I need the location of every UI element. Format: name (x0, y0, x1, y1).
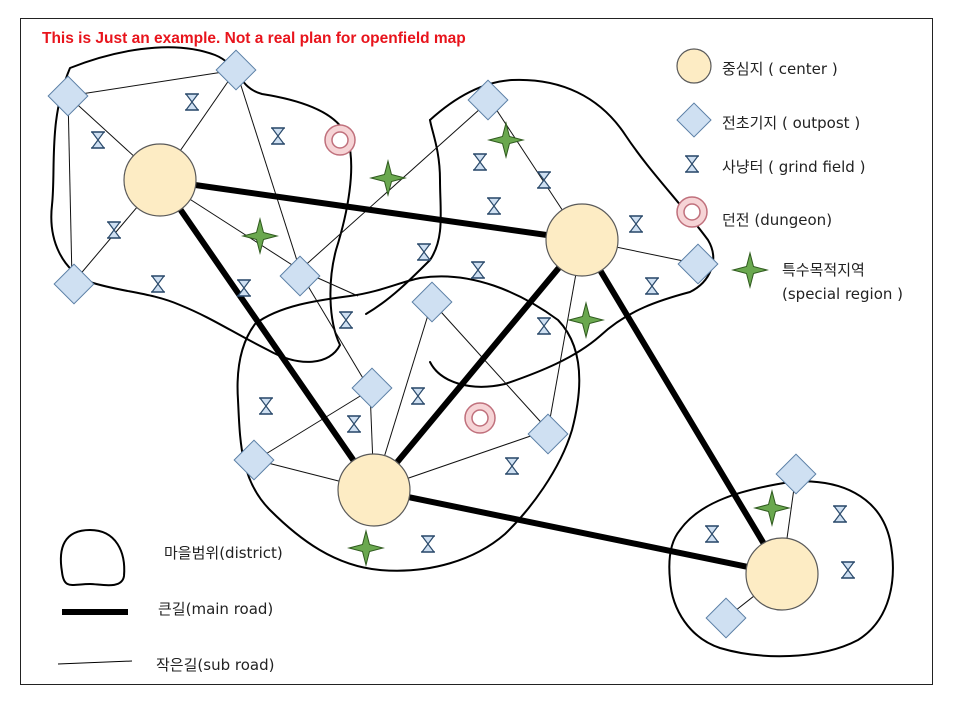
grind-field-icon (840, 561, 856, 579)
grind-field-icon (150, 275, 166, 293)
outpost-icon (279, 255, 321, 297)
bottom-legend-symbols (57, 528, 133, 665)
outpost-icon (775, 453, 817, 495)
center-icon (545, 203, 619, 277)
main-road-nw-c (157, 177, 377, 493)
special-region-icon (242, 218, 278, 254)
center-icon (745, 537, 819, 611)
outpost-icon (705, 597, 747, 639)
disclaimer-text: This is Just an example. Not a real plan… (42, 30, 466, 47)
special-regions (242, 122, 790, 566)
grind-field-icon (704, 525, 720, 543)
outpost-icon (411, 281, 453, 323)
legend-district-icon (59, 528, 126, 587)
outpost-icon (233, 439, 275, 481)
special-region-icon (568, 302, 604, 338)
grind-field-icon (346, 415, 362, 433)
outpost-icon (47, 75, 89, 117)
grind-field-icon (338, 311, 354, 329)
grind-field-icon (486, 197, 502, 215)
outpost-icon (527, 413, 569, 455)
center-icon (123, 143, 197, 217)
main-road-nw-ne (157, 177, 585, 243)
legend-special-region-icon (732, 252, 768, 288)
grind-field-icon (184, 93, 200, 111)
grind-field-icon (416, 243, 432, 261)
grind-field-icon (536, 317, 552, 335)
district-northwest (50, 46, 353, 363)
outpost-icon (53, 263, 95, 305)
legend-special-region-label-en: (special region ) (782, 285, 904, 303)
main-road-ne-se (579, 237, 785, 577)
main-road-c-se (371, 487, 785, 577)
special-region-icon (488, 122, 524, 158)
legend-symbols (676, 48, 768, 288)
district-central (236, 275, 581, 572)
main-roads (157, 177, 785, 577)
legend-grind-field-label: 사냥터 ( grind field ) (722, 158, 866, 176)
grind-field-icon (644, 277, 660, 295)
special-region-icon (348, 530, 384, 566)
outpost-icon (215, 49, 257, 91)
grind-field-icon (420, 535, 436, 553)
grind-field-icon (410, 387, 426, 405)
legend-center-icon (676, 48, 712, 84)
legend-sub-road-icon (57, 660, 133, 665)
grind-field-icon (832, 505, 848, 523)
grind-field-icon (504, 457, 520, 475)
district-northeast-inner (365, 119, 442, 315)
legend-sub-road-label: 작은길(sub road) (156, 656, 275, 674)
legend-outpost-label: 전초기지 ( outpost ) (722, 114, 861, 132)
legend-outpost-icon (676, 102, 712, 138)
special-region-icon (370, 160, 406, 196)
main-road-ne-c (371, 237, 585, 493)
legend-center-label: 중심지 ( center ) (722, 60, 838, 78)
legend-grind-field-icon (684, 155, 700, 173)
legend-dungeon-icon (676, 196, 708, 228)
legend-dungeon-label: 던전 (dungeon) (722, 211, 833, 229)
grind-field-icon (536, 171, 552, 189)
grind-field-icon (106, 221, 122, 239)
grind-field-icon (258, 397, 274, 415)
diagram-frame (20, 18, 933, 685)
legend-main-road-label: 큰길(main road) (158, 600, 274, 618)
grind-field-icon (236, 279, 252, 297)
dungeon-icon (324, 124, 356, 156)
grind-field-icon (472, 153, 488, 171)
grind-field-icon (270, 127, 286, 145)
grind-field-icon (90, 131, 106, 149)
center-icon (337, 453, 411, 527)
legend-district-label: 마을범위(district) (164, 544, 283, 562)
legend-special-region-label: 특수목적지역 (782, 261, 865, 279)
outpost-icon (351, 367, 393, 409)
dungeon-icon (464, 402, 496, 434)
grind-field-icon (628, 215, 644, 233)
grind-field-icon (470, 261, 486, 279)
special-region-icon (754, 490, 790, 526)
